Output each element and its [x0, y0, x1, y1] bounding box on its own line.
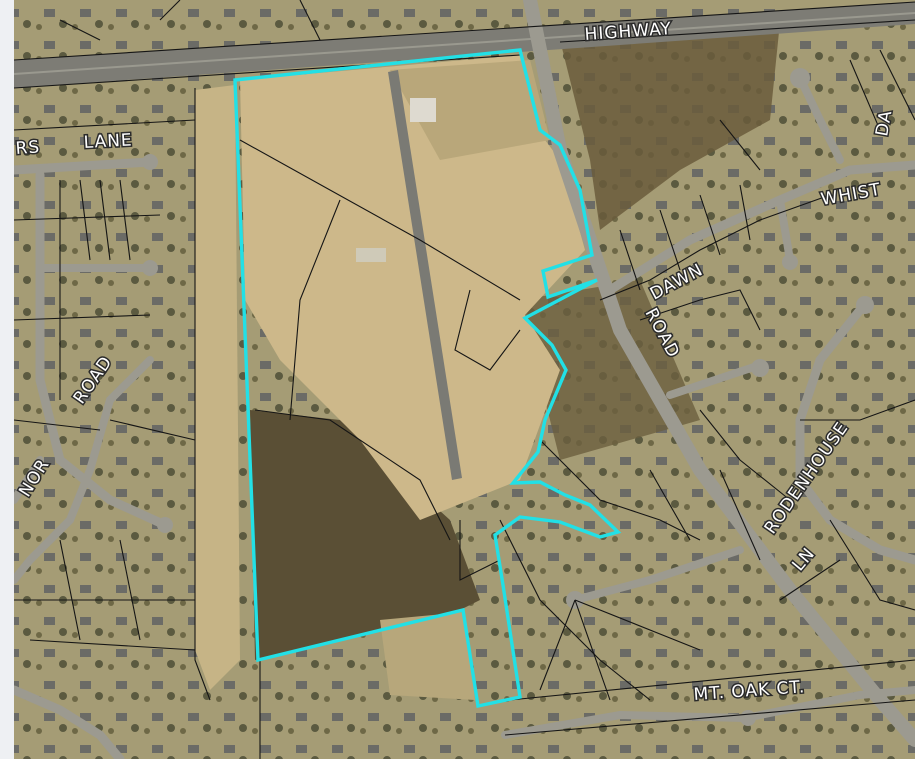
label-lane: LANE: [83, 130, 133, 153]
highway-road: [14, 2, 915, 88]
hangar: [410, 98, 436, 122]
subject-property-boundary[interactable]: [233, 48, 622, 709]
field-airport-apron: [390, 60, 550, 160]
highway-median: [13, 12, 915, 75]
runway: [388, 70, 462, 480]
label-rs: RS: [15, 137, 41, 159]
label-da: DA: [872, 108, 896, 137]
field-main: [240, 55, 585, 520]
woods-east-strip: [520, 280, 700, 460]
hangar-2: [356, 248, 386, 262]
left-margin-strip: [0, 0, 14, 759]
field-bottom: [380, 612, 475, 700]
woods-top-right: [560, 22, 780, 230]
field-left-strip: [195, 85, 240, 690]
parcel-lines: [13, 0, 915, 759]
woods-south: [250, 410, 480, 660]
